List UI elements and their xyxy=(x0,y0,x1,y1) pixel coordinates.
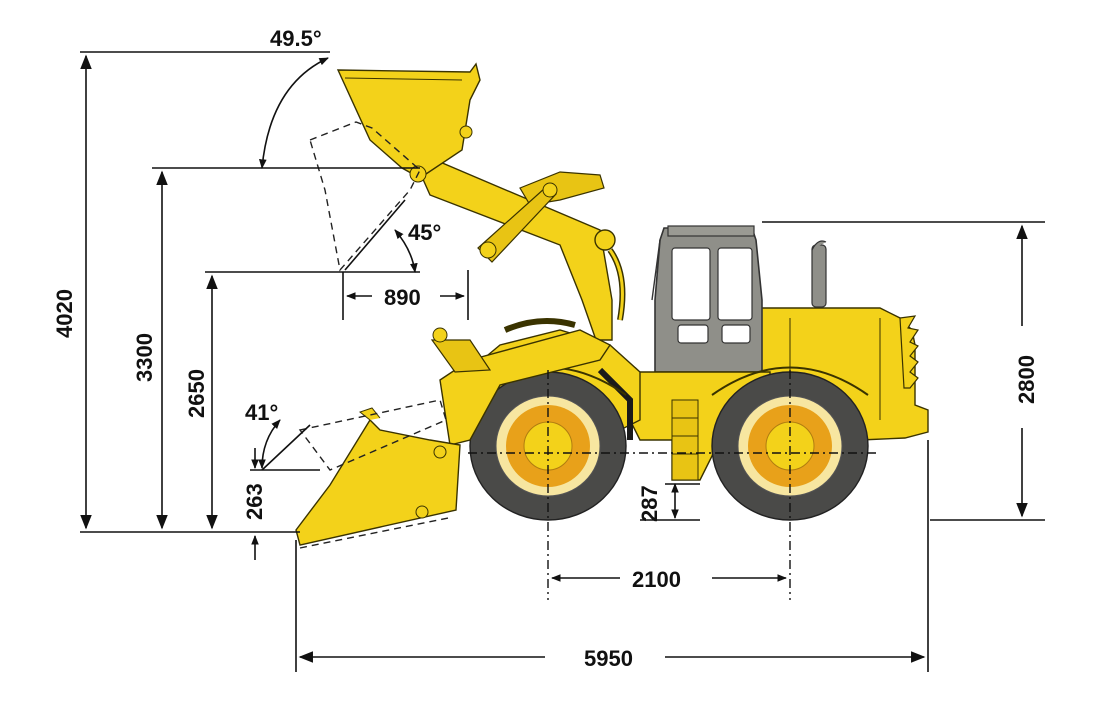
bucket-raised xyxy=(336,62,481,179)
angle-arc-45 xyxy=(394,229,418,273)
label-5950: 5950 xyxy=(584,646,633,671)
bucket-raised-lip xyxy=(344,77,463,81)
dimension-lines xyxy=(80,51,1045,672)
label-angle-49-5: 49.5° xyxy=(270,26,322,51)
lowered-lift-cylinder xyxy=(503,318,576,333)
cab-window-lower-right xyxy=(721,324,751,344)
label-4020: 4020 xyxy=(52,289,77,338)
label-263: 263 xyxy=(242,483,267,520)
link-pin xyxy=(542,182,558,198)
label-890: 890 xyxy=(384,285,421,310)
label-angle-45: 45° xyxy=(408,220,441,245)
cab-pillar xyxy=(651,239,661,301)
cab-window-front xyxy=(671,247,711,321)
lift-cylinder-inner xyxy=(608,249,624,321)
articulation-joint xyxy=(597,367,633,440)
boom-pivot xyxy=(594,229,616,251)
lowered-tilt-link xyxy=(430,339,492,373)
bucket-raised-pin xyxy=(459,125,473,139)
centerlines xyxy=(468,370,880,600)
bucket-lowered-pin xyxy=(415,505,429,519)
label-287: 287 xyxy=(637,485,662,522)
angle-ray-45 xyxy=(344,199,406,271)
exhaust-stack xyxy=(811,244,827,308)
angle-ray-41 xyxy=(261,424,311,471)
label-2100: 2100 xyxy=(632,567,681,592)
bucket-ground-ghost xyxy=(299,517,449,549)
bucket-dump-ghost xyxy=(309,121,421,272)
label-3300: 3300 xyxy=(132,333,157,382)
wheel-loader-illustration xyxy=(295,62,929,549)
cab-window-side xyxy=(717,247,753,321)
cab-window-lower-left xyxy=(677,324,709,344)
bucket-lowered xyxy=(295,418,461,546)
link-pin xyxy=(432,327,448,343)
boom-arm-raised xyxy=(417,161,613,341)
rear-fender xyxy=(711,366,869,396)
link-pin xyxy=(479,241,497,259)
cab-roof xyxy=(667,225,755,237)
rear-wheel xyxy=(711,371,869,521)
angle-arc-49-5 xyxy=(259,57,329,169)
access-steps xyxy=(671,399,699,481)
angle-arc-41 xyxy=(258,419,281,469)
label-2650: 2650 xyxy=(184,369,209,418)
label-2800: 2800 xyxy=(1014,355,1039,404)
bucket-lowered-pin xyxy=(433,445,447,459)
dimension-labels: 49.5° 45° 41° 890 2100 5950 4020 3300 26… xyxy=(52,26,1039,671)
radiator-grille xyxy=(899,315,919,389)
label-angle-41: 41° xyxy=(245,400,278,425)
exhaust-cap xyxy=(811,240,827,251)
